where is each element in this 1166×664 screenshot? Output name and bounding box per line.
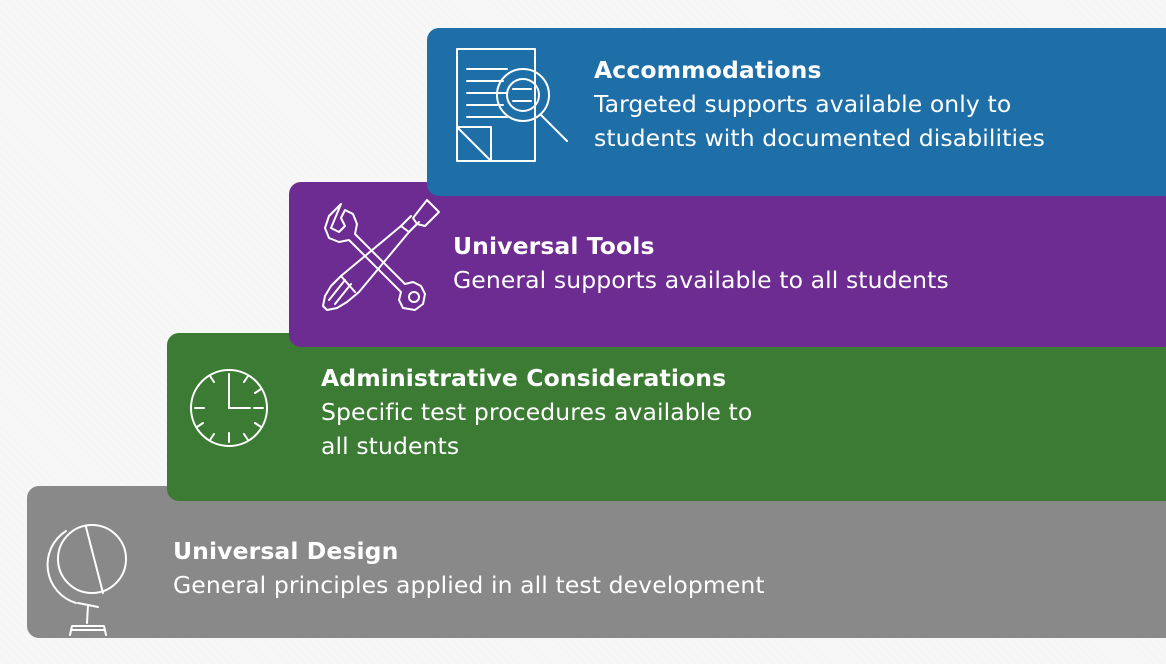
tier-description: Targeted supports available only to [594, 90, 1012, 118]
tier-accommodations: Accommodations Targeted supports availab… [427, 28, 1166, 196]
clock-icon [187, 366, 271, 450]
tier-title: Accommodations [594, 56, 822, 84]
tier-administrative-considerations: Administrative Considerations Specific t… [167, 333, 1166, 501]
tier-text: Universal Design General principles appl… [173, 534, 765, 602]
tier-description: General supports available to all studen… [453, 266, 949, 294]
globe-icon [46, 511, 134, 636]
tier-text: Universal Tools General supports availab… [453, 229, 949, 297]
tier-description: Specific test procedures available to [321, 398, 753, 426]
tier-title: Administrative Considerations [321, 364, 727, 392]
tier-title: Universal Design [173, 537, 399, 565]
tier-text: Accommodations Targeted supports availab… [594, 53, 1045, 155]
tier-description: students with documented disabilities [594, 124, 1046, 152]
tier-universal-design: Universal Design General principles appl… [27, 486, 1166, 638]
tier-description: all students [321, 432, 460, 460]
tier-description: General principles applied in all test d… [173, 571, 765, 599]
tier-title: Universal Tools [453, 232, 655, 260]
tier-universal-tools: Universal Tools General supports availab… [289, 182, 1166, 347]
tier-text: Administrative Considerations Specific t… [321, 361, 752, 463]
document-magnifier-icon [453, 47, 571, 167]
wrench-screwdriver-icon [315, 196, 440, 320]
